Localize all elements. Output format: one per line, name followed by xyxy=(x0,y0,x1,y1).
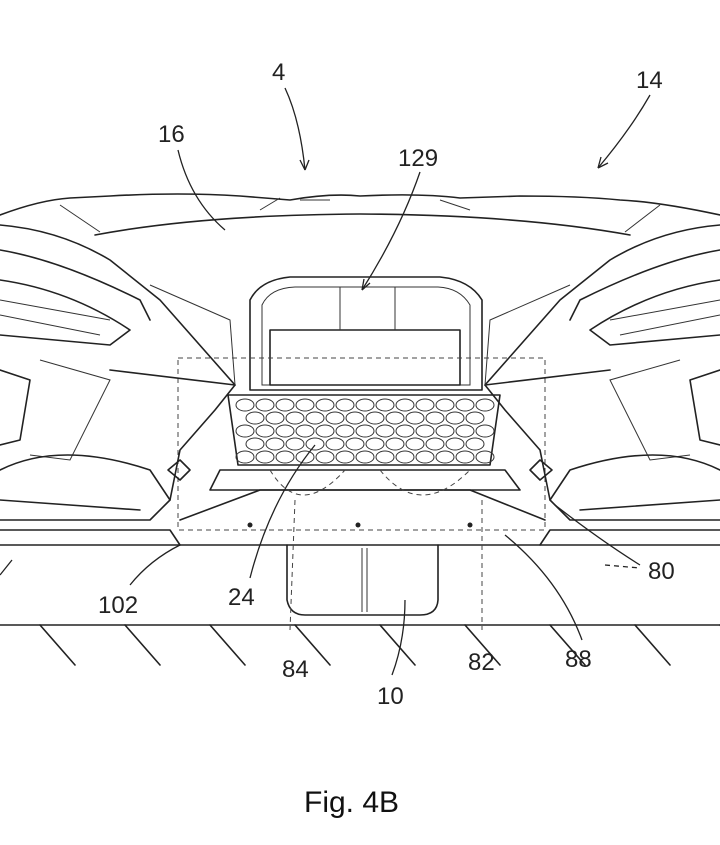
grille-cell xyxy=(435,398,455,412)
hatch-line xyxy=(379,624,416,666)
ref-label-102: 102 xyxy=(98,592,138,619)
grille-cell xyxy=(365,411,385,425)
grille-cell xyxy=(435,450,455,464)
vehicle-base xyxy=(0,529,720,546)
hatch-line xyxy=(549,624,586,666)
central-intake-opening xyxy=(249,276,483,391)
grille-cell xyxy=(445,411,465,425)
grille-cell xyxy=(385,411,405,425)
ref-label-80: 80 xyxy=(648,558,675,585)
ref-label-14: 14 xyxy=(636,67,663,94)
grille-cell xyxy=(315,450,335,464)
grille-cell xyxy=(455,398,475,412)
fasteners xyxy=(247,522,473,528)
grille-cell xyxy=(275,398,295,412)
grille-cell xyxy=(315,398,335,412)
right-headlight-cluster xyxy=(484,224,720,521)
grille-cell xyxy=(295,424,315,438)
grille-cell xyxy=(255,398,275,412)
hatch-line xyxy=(634,624,671,666)
grille-cell xyxy=(295,450,315,464)
grille-cell xyxy=(235,450,255,464)
grille-cell xyxy=(445,437,465,451)
grille-cell xyxy=(355,450,375,464)
hatch-line xyxy=(39,624,76,666)
grille-cell xyxy=(325,411,345,425)
ref-label-84: 84 xyxy=(282,656,309,683)
grille-cell xyxy=(345,437,365,451)
ref-label-10: 10 xyxy=(377,683,404,710)
grille-cell xyxy=(235,424,255,438)
front-wheel-housing xyxy=(286,544,439,616)
hatch-line xyxy=(294,624,331,666)
grille-cell xyxy=(255,424,275,438)
ref-label-16: 16 xyxy=(158,121,185,148)
grille-cell xyxy=(415,398,435,412)
grille-cell xyxy=(395,450,415,464)
grille-cell xyxy=(335,398,355,412)
grille-cell xyxy=(295,398,315,412)
ref-label-82: 82 xyxy=(468,649,495,676)
grille-cell xyxy=(305,437,325,451)
grille-cell xyxy=(325,437,345,451)
grille-cell xyxy=(305,411,325,425)
ref-label-129: 129 xyxy=(398,145,438,172)
hatch-line xyxy=(124,624,161,666)
grille-cell xyxy=(415,424,435,438)
ref-label-24: 24 xyxy=(228,584,255,611)
grille-cell xyxy=(275,450,295,464)
grille-cell xyxy=(365,437,385,451)
grille-cell xyxy=(405,411,425,425)
grille-cell xyxy=(335,450,355,464)
grille-cell xyxy=(475,398,495,412)
grille-cell xyxy=(385,437,405,451)
grille-cell xyxy=(285,437,305,451)
leader-lines xyxy=(0,87,651,676)
grille-cell xyxy=(355,424,375,438)
grille-cell xyxy=(335,424,355,438)
grille-cell xyxy=(465,411,485,425)
grille-cell xyxy=(245,411,265,425)
grille-cell xyxy=(375,398,395,412)
ref-label-4: 4 xyxy=(272,59,285,86)
grille-cell xyxy=(265,437,285,451)
hatch-line xyxy=(209,624,246,666)
grille-cell xyxy=(395,424,415,438)
grille-cell xyxy=(275,424,295,438)
grille-cell xyxy=(455,424,475,438)
grille-cell xyxy=(395,398,415,412)
grille-cell xyxy=(235,398,255,412)
grille-cell xyxy=(415,450,435,464)
ground-hatching xyxy=(0,624,720,666)
grille-cell xyxy=(465,437,485,451)
grille-cell xyxy=(285,411,305,425)
figure-caption: Fig. 4B xyxy=(304,786,399,819)
grille-cell xyxy=(255,450,275,464)
grille xyxy=(179,394,546,521)
grille-cell xyxy=(315,424,335,438)
hatch-line xyxy=(464,624,501,666)
grille-cell xyxy=(405,437,425,451)
grille-cell xyxy=(245,437,265,451)
left-headlight-cluster xyxy=(0,224,236,521)
grille-cell xyxy=(345,411,365,425)
hood xyxy=(0,193,720,236)
grille-cell xyxy=(475,424,495,438)
grille-cell xyxy=(475,450,495,464)
grille-cell xyxy=(425,437,445,451)
grille-cell xyxy=(375,424,395,438)
ref-label-88: 88 xyxy=(565,646,592,673)
grille-cell xyxy=(375,450,395,464)
grille-cell xyxy=(455,450,475,464)
grille-cell xyxy=(265,411,285,425)
grille-cell xyxy=(425,411,445,425)
grille-cell xyxy=(355,398,375,412)
grille-cell xyxy=(435,424,455,438)
hidden-lines xyxy=(177,357,546,631)
